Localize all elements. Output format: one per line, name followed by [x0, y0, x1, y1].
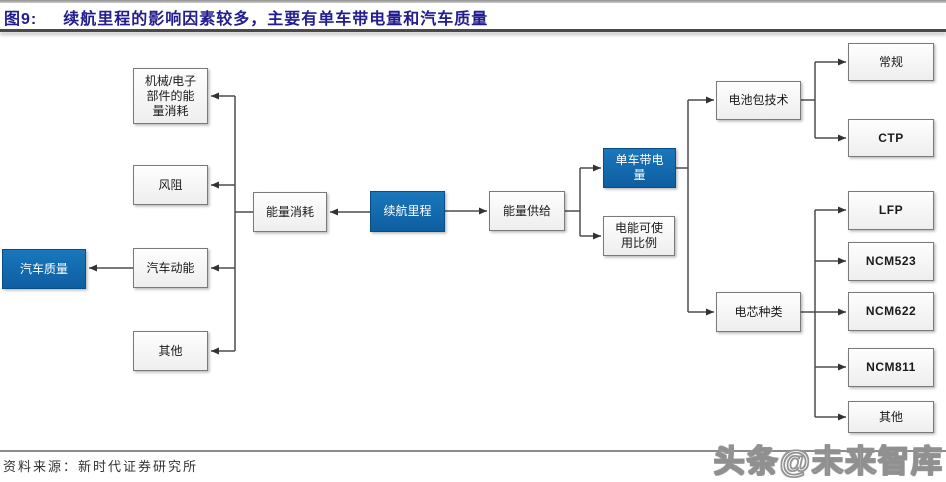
node-wind-resistance: 风阻: [133, 165, 208, 205]
node-conventional-pack: 常规: [848, 43, 934, 81]
top-border: [0, 0, 946, 3]
node-mech-energy: 机械/电子 部件的能 量消耗: [133, 68, 208, 124]
figure-title-text: 续航里程的影响因素较多，主要有单车带电量和汽车质量: [63, 11, 489, 28]
node-ctp: CTP: [848, 119, 934, 157]
source-note: 资料来源：新时代证券研究所: [3, 459, 199, 474]
node-energy-supply: 能量供给: [489, 191, 565, 231]
node-lfp: LFP: [848, 191, 934, 230]
node-ncm811: NCM811: [848, 348, 934, 387]
node-driving-range: 续航里程: [370, 191, 445, 232]
node-energy-consumption: 能量消耗: [253, 192, 327, 232]
node-usable-energy-ratio: 电能可使 用比例: [603, 216, 675, 256]
node-other-cell: 其他: [848, 401, 934, 433]
node-cell-type: 电芯种类: [716, 292, 801, 332]
figure-tag: 图9:: [4, 11, 38, 28]
node-other-consumption: 其他: [133, 331, 208, 371]
title-divider: [0, 29, 946, 32]
node-ncm523: NCM523: [848, 242, 934, 281]
node-vehicle-kinetic-energy: 汽车动能: [133, 248, 208, 288]
node-vehicle-mass: 汽车质量: [2, 249, 86, 289]
node-battery-capacity: 单车带电 量: [603, 148, 676, 188]
watermark: 头条@未来智库: [713, 443, 944, 479]
footer-divider: [0, 450, 946, 452]
node-ncm622: NCM622: [848, 292, 934, 331]
node-battery-pack-tech: 电池包技术: [716, 81, 801, 120]
figure-title: 图9: 续航里程的影响因素较多，主要有单车带电量和汽车质量: [4, 6, 488, 28]
